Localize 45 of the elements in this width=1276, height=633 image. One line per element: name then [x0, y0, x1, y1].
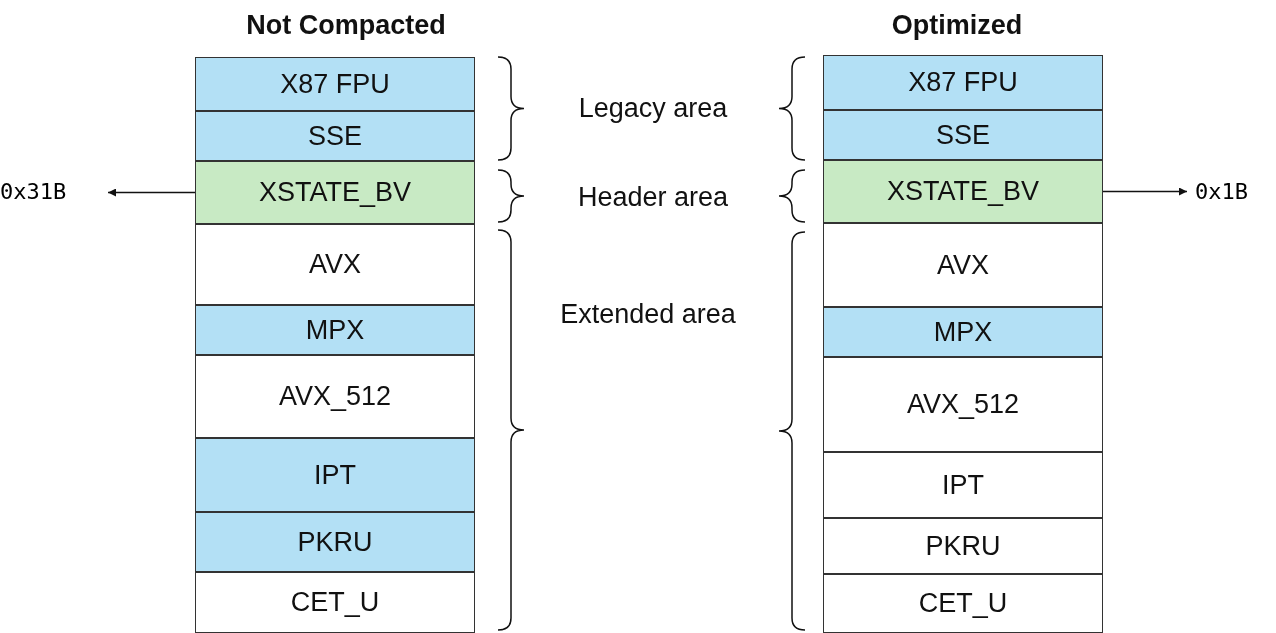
memory-region-cell — [195, 161, 475, 224]
region-name: X87 FPU — [280, 68, 390, 100]
memory-region-cell — [823, 223, 1103, 307]
region-name: SSE — [936, 119, 990, 151]
memory-region-cell — [823, 357, 1103, 452]
region-name: CET_U — [290, 587, 380, 618]
region-name: IPT — [314, 459, 356, 491]
region-name: XSTATE_BV — [886, 176, 1039, 207]
region-name: AVX — [309, 249, 361, 280]
arrow — [107, 188, 196, 197]
memory-region-cell — [823, 110, 1103, 160]
region-name: IPT — [942, 469, 984, 501]
column-title: Optimized — [891, 9, 1023, 41]
arrow — [1102, 187, 1188, 196]
memory-region-cell — [823, 518, 1103, 574]
memory-region-cell — [195, 438, 475, 512]
bitmap-value: 0x1B — [1195, 175, 1267, 207]
region-name: SSE — [308, 120, 362, 152]
column-title: Not Compacted — [246, 9, 446, 41]
area-label: Header area — [577, 181, 729, 213]
area-label: Extended area — [560, 298, 736, 330]
memory-region-cell — [823, 160, 1103, 223]
memory-region-cell — [195, 572, 475, 633]
region-name: AVX — [937, 249, 989, 281]
memory-region-cell — [195, 57, 475, 111]
bitmap-value: 0x31B — [0, 175, 100, 207]
region-name: MPX — [933, 316, 993, 348]
memory-region-cell — [195, 111, 475, 161]
memory-region-cell — [823, 452, 1103, 518]
memory-region-cell — [823, 55, 1103, 110]
region-name: AVX_512 — [278, 381, 392, 412]
region-name: PKRU — [925, 530, 1001, 562]
region-name: XSTATE_BV — [258, 177, 411, 208]
region-name: AVX_512 — [906, 389, 1020, 420]
region-name: PKRU — [297, 526, 373, 558]
memory-region-cell — [195, 224, 475, 305]
region-name: MPX — [305, 314, 365, 346]
memory-region-cell — [195, 512, 475, 572]
area-label: Legacy area — [578, 92, 728, 124]
memory-region-cell — [195, 305, 475, 355]
region-name: X87 FPU — [908, 67, 1018, 98]
memory-region-cell — [823, 574, 1103, 633]
memory-region-cell — [823, 307, 1103, 357]
region-name: CET_U — [918, 588, 1008, 619]
memory-region-cell — [195, 355, 475, 438]
